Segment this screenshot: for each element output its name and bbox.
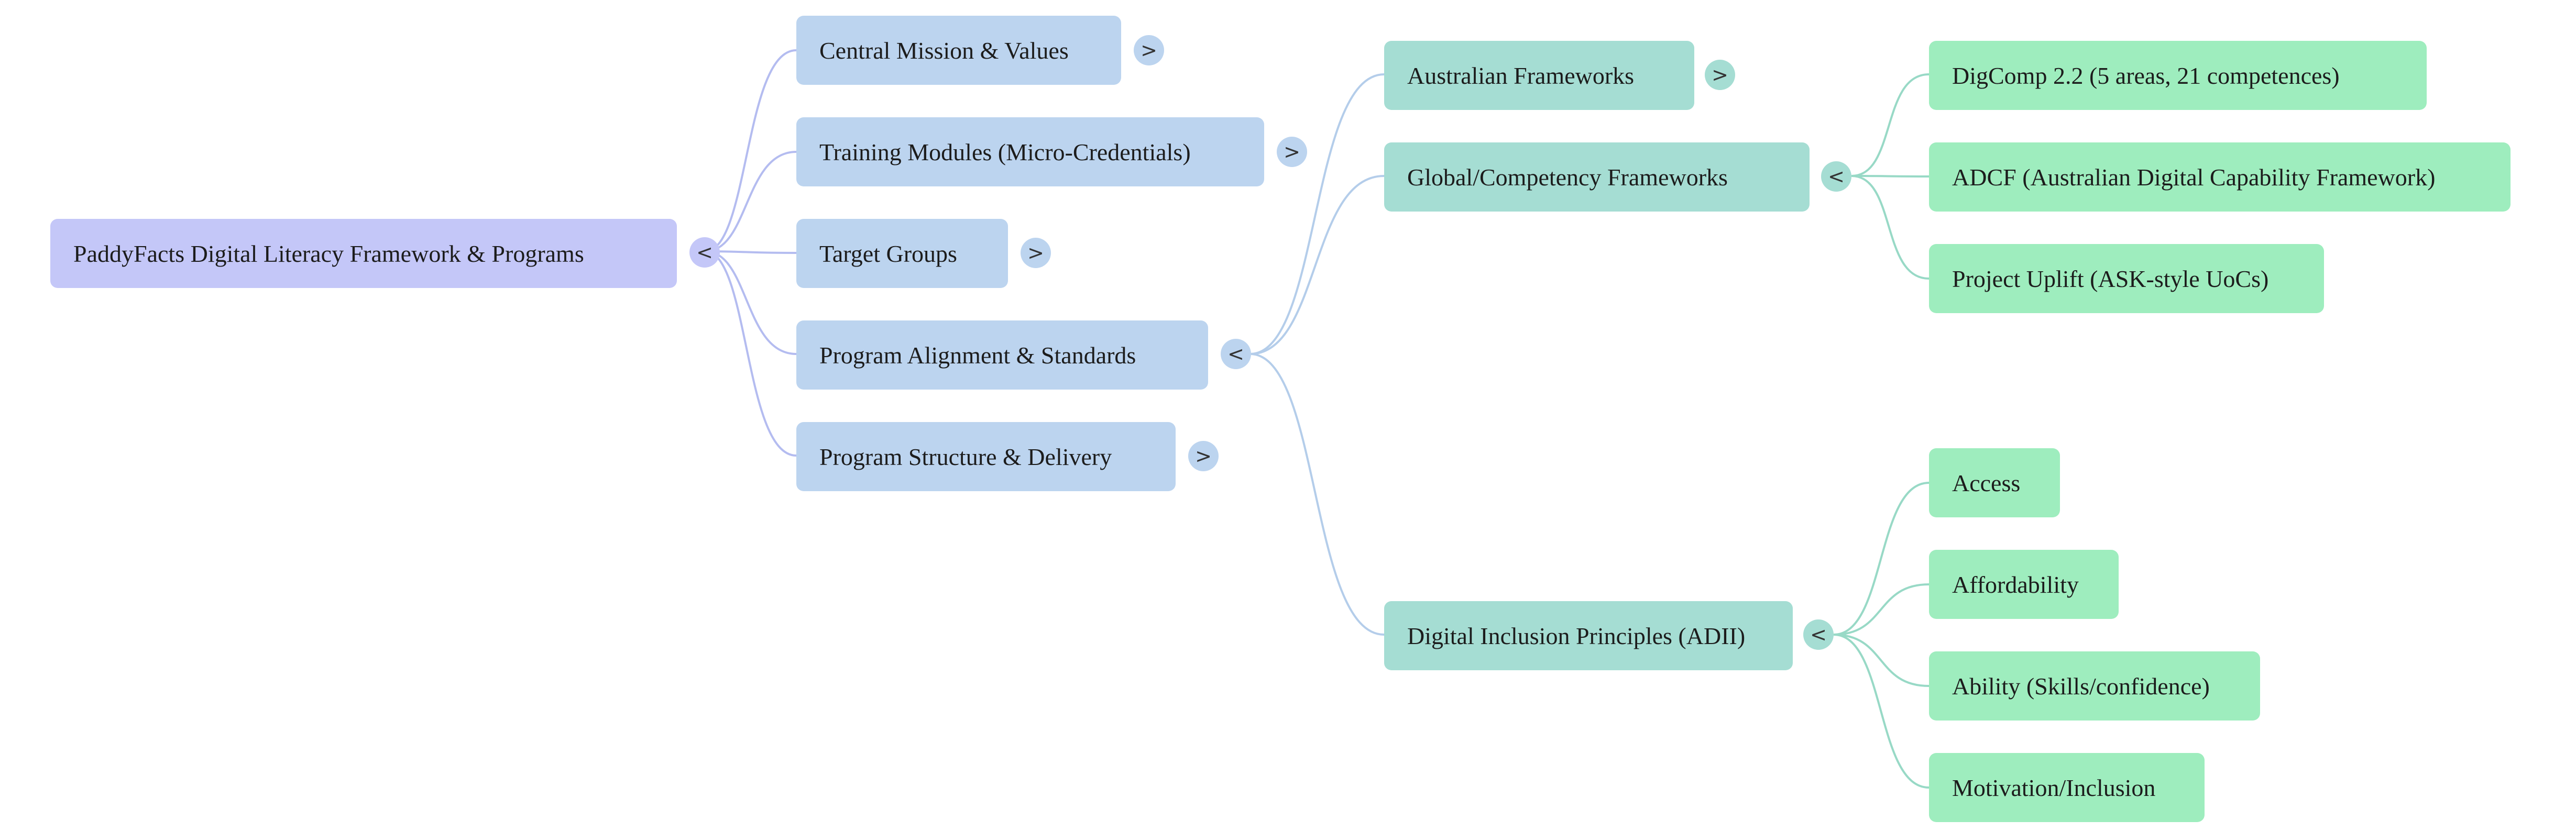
leaf-node-access[interactable]: Access <box>1929 448 2060 517</box>
branch-node-label: Program Structure & Delivery <box>819 443 1112 470</box>
branch-node-label: Target Groups <box>819 240 957 267</box>
sub-expand-toggle-australian-frameworks[interactable]: > <box>1705 60 1735 90</box>
sub-node-australian-frameworks[interactable]: Australian Frameworks <box>1384 41 1694 110</box>
expand-chevron-icon: > <box>1284 140 1300 163</box>
root-node[interactable]: PaddyFacts Digital Literacy Framework & … <box>50 219 677 288</box>
expand-chevron-icon: > <box>1141 39 1157 62</box>
branch-collapse-toggle-program-alignment[interactable]: < <box>1221 339 1251 369</box>
leaf-node-label: Ability (Skills/confidence) <box>1952 672 2210 700</box>
branch-node-training-modules[interactable]: Training Modules (Micro-Credentials) <box>796 117 1264 186</box>
branch-node-program-alignment[interactable]: Program Alignment & Standards <box>796 320 1208 390</box>
branch-node-label: Training Modules (Micro-Credentials) <box>819 138 1191 165</box>
connector-inclusion-motivation <box>1833 634 1930 789</box>
branch-node-label: Program Alignment & Standards <box>819 341 1136 369</box>
expand-chevron-icon: > <box>1712 63 1728 86</box>
branch-node-program-structure[interactable]: Program Structure & Delivery <box>796 422 1176 491</box>
collapse-chevron-icon: < <box>1227 342 1244 365</box>
expand-chevron-icon: > <box>1195 445 1212 468</box>
connector-root-alignment <box>705 250 797 355</box>
connector-inclusion-affordability <box>1833 583 1930 636</box>
leaf-node-project-uplift[interactable]: Project Uplift (ASK-style UoCs) <box>1929 244 2324 313</box>
leaf-node-label: Motivation/Inclusion <box>1952 774 2156 801</box>
collapse-chevron-icon: < <box>1810 623 1827 646</box>
sub-node-label: Australian Frameworks <box>1407 62 1635 89</box>
connector-inclusion-access <box>1833 482 1930 636</box>
leaf-node-label: Project Uplift (ASK-style UoCs) <box>1952 265 2269 292</box>
branch-expand-toggle-target-groups[interactable]: > <box>1021 238 1051 268</box>
sub-collapse-toggle-digital-inclusion[interactable]: < <box>1803 619 1834 650</box>
leaf-node-adcf[interactable]: ADCF (Australian Digital Capability Fram… <box>1929 142 2511 212</box>
branch-node-central-mission[interactable]: Central Mission & Values <box>796 16 1121 85</box>
leaf-node-label: DigComp 2.2 (5 areas, 21 competences) <box>1952 62 2340 89</box>
branch-expand-toggle-program-structure[interactable]: > <box>1188 441 1219 471</box>
connector-alignment-inclusion <box>1249 353 1385 636</box>
sub-collapse-toggle-global-frameworks[interactable]: < <box>1821 161 1851 192</box>
leaf-node-label: Affordability <box>1952 571 2079 598</box>
leaf-node-label: ADCF (Australian Digital Capability Fram… <box>1952 163 2436 191</box>
connector-root-training <box>705 151 797 252</box>
root-node-label: PaddyFacts Digital Literacy Framework & … <box>73 240 584 267</box>
sub-node-digital-inclusion[interactable]: Digital Inclusion Principles (ADII) <box>1384 601 1793 670</box>
root-collapse-toggle[interactable]: < <box>689 237 720 268</box>
connector-root-mission <box>705 49 797 252</box>
branch-expand-toggle-central-mission[interactable]: > <box>1134 35 1164 65</box>
connector-global-uplift <box>1851 175 1930 280</box>
leaf-node-label: Access <box>1952 469 2021 496</box>
sub-node-global-frameworks[interactable]: Global/Competency Frameworks <box>1384 142 1810 212</box>
collapse-chevron-icon: < <box>696 241 713 264</box>
expand-chevron-icon: > <box>1027 241 1044 264</box>
connector-root-structure <box>705 250 797 457</box>
connector-alignment-australian <box>1249 73 1385 355</box>
leaf-node-digcomp[interactable]: DigComp 2.2 (5 areas, 21 competences) <box>1929 41 2427 110</box>
connector-inclusion-ability <box>1833 634 1930 687</box>
connector-global-digcomp <box>1851 73 1930 177</box>
connector-alignment-global <box>1249 175 1385 355</box>
leaf-node-motivation[interactable]: Motivation/Inclusion <box>1929 753 2205 822</box>
branch-node-label: Central Mission & Values <box>819 37 1069 64</box>
leaf-node-affordability[interactable]: Affordability <box>1929 550 2119 619</box>
branch-node-target-groups[interactable]: Target Groups <box>796 219 1008 288</box>
branch-expand-toggle-training-modules[interactable]: > <box>1277 137 1307 167</box>
sub-node-label: Digital Inclusion Principles (ADII) <box>1407 622 1746 649</box>
sub-node-label: Global/Competency Frameworks <box>1407 163 1728 191</box>
leaf-node-ability[interactable]: Ability (Skills/confidence) <box>1929 651 2260 721</box>
collapse-chevron-icon: < <box>1828 165 1845 188</box>
